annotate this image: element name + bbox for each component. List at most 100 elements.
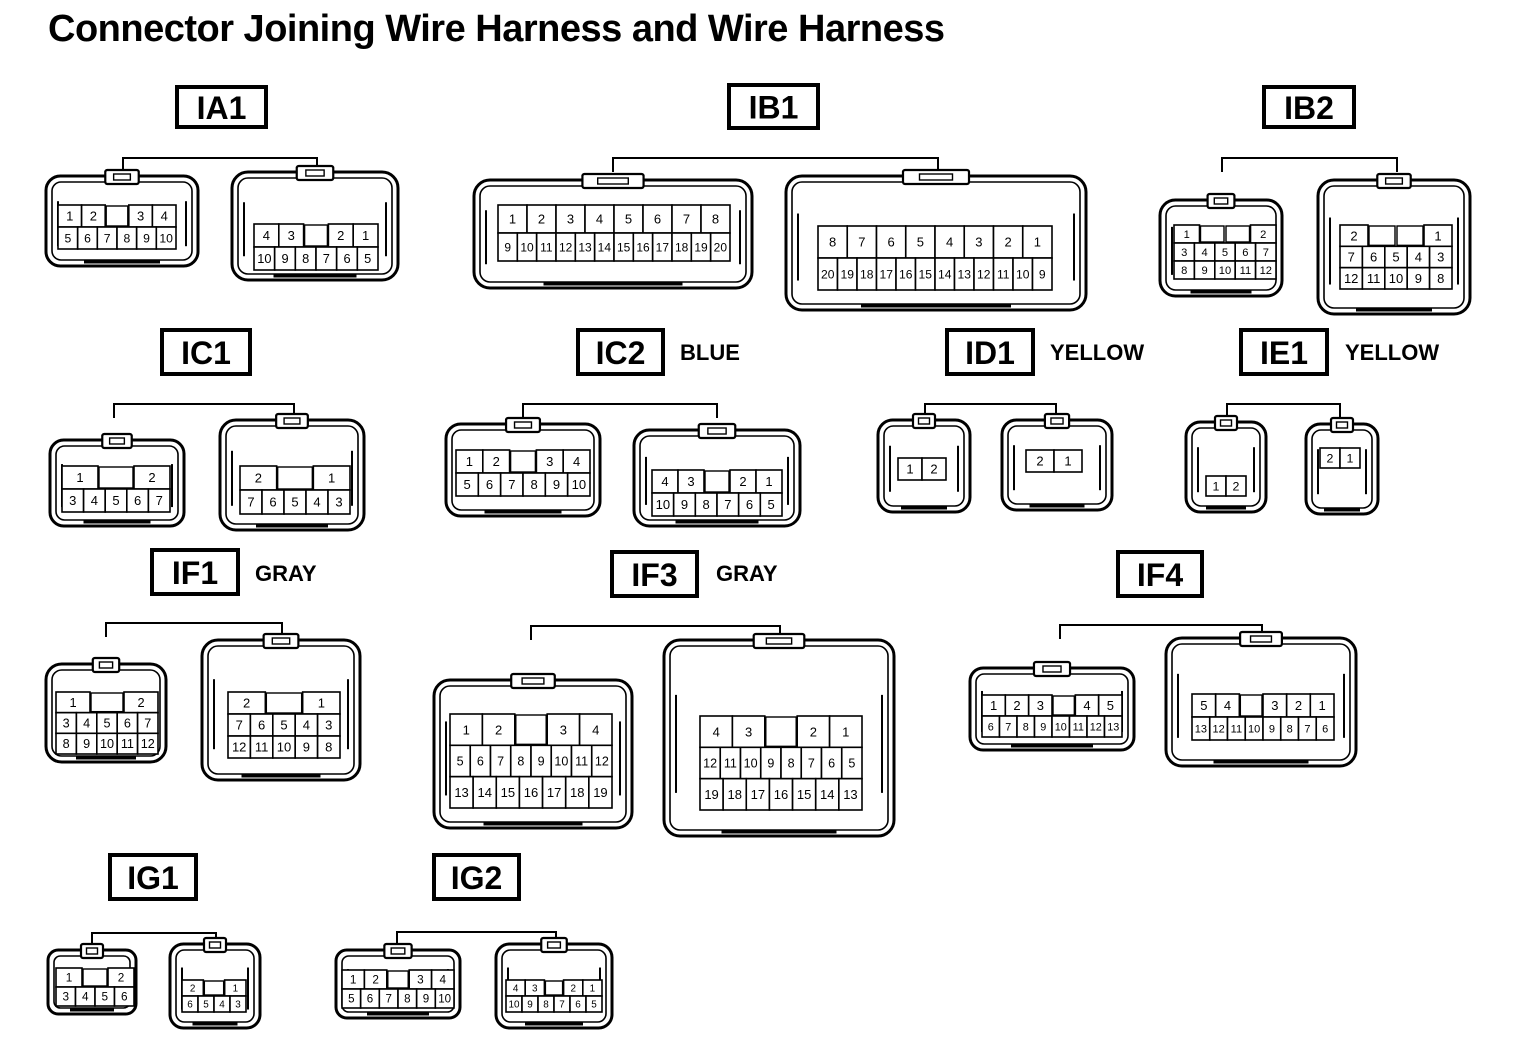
male-pin-number: 5: [768, 497, 775, 512]
female-pin-number: 3: [560, 722, 567, 737]
male-pin-number: 7: [559, 1000, 565, 1011]
male-cavity: [316, 735, 341, 759]
connector-color-label: GRAY: [716, 561, 778, 586]
male-pin-number: 7: [858, 235, 865, 250]
connector-code: IA1: [197, 90, 247, 126]
connector-label-box: [945, 328, 1035, 376]
connector-label-box: [727, 83, 820, 130]
female-pin-number: 2: [538, 212, 545, 227]
male-pin-number: 10: [257, 251, 271, 266]
female-pin-number: 7: [385, 994, 391, 1006]
male-pin-number: 3: [745, 724, 752, 739]
female-pin-number: 13: [1107, 721, 1119, 733]
female-pin-number: 9: [538, 755, 545, 769]
female-pin-number: 6: [486, 477, 493, 492]
connector-label-box: [1262, 85, 1356, 129]
male-connector-latch-slot: [283, 417, 301, 425]
male-pin-number: 18: [727, 787, 741, 802]
male-pin-number: 12: [703, 757, 717, 771]
male-pin-number: 4: [303, 718, 310, 733]
female-pin-number: 6: [124, 717, 131, 731]
female-connector-latch-slot: [1042, 665, 1062, 673]
male-pin-number: 11: [724, 757, 737, 771]
connector-code: IC1: [181, 335, 231, 371]
male-pin-number: 6: [575, 1000, 581, 1011]
female-pin-number: 3: [137, 209, 144, 224]
male-pin-number: 10: [1389, 271, 1403, 286]
male-pin-number: 2: [739, 474, 746, 489]
male-pin-number: 5: [291, 495, 298, 510]
male-pin-number: 3: [288, 228, 295, 243]
connector-color-label: YELLOW: [1345, 340, 1439, 365]
male-pin-number: 6: [1322, 723, 1328, 735]
female-connector-latch-slot: [1213, 197, 1229, 205]
female-cavity: [1225, 475, 1247, 497]
female-pin-number: 14: [477, 785, 491, 800]
male-connector-latch-slot: [1050, 417, 1064, 425]
connector-label-box: [160, 328, 252, 376]
female-pin-number: 7: [144, 717, 151, 731]
male-cavity-blank: [765, 716, 797, 748]
male-pin-number: 15: [919, 267, 933, 281]
male-pin-number: 4: [513, 984, 519, 995]
female-pin-number: 5: [103, 717, 110, 731]
female-pin-number: 10: [572, 477, 586, 492]
male-pin-number: 10: [656, 497, 670, 512]
harness-bracket: [1226, 403, 1341, 418]
connector-label-box: [610, 550, 699, 598]
female-cavity: [546, 713, 581, 747]
male-pin-number: 11: [1231, 723, 1242, 735]
male-pin-number: 4: [263, 228, 270, 243]
male-pin-number: 14: [820, 787, 834, 802]
male-pin-number: 6: [258, 718, 265, 733]
connector-code: IF4: [1137, 557, 1183, 593]
female-pin-number: 4: [1201, 247, 1207, 259]
male-pin-number: 19: [704, 787, 718, 802]
male-pin-number: 2: [190, 984, 196, 995]
female-pin-number: 1: [1184, 229, 1190, 241]
female-pin-number: 8: [712, 212, 719, 227]
female-pin-number: 6: [367, 994, 373, 1006]
male-pin-number: 6: [343, 251, 350, 266]
female-pin-number: 4: [573, 454, 580, 469]
male-connector-latch-slot: [1249, 635, 1273, 643]
male-connector-latch-slot: [1335, 421, 1349, 429]
female-pin-number: 4: [592, 722, 599, 737]
connector-code: IF3: [631, 557, 677, 593]
male-pin-number: 4: [1415, 250, 1422, 265]
male-pin-number: 1: [328, 471, 335, 486]
male-cavity-blank: [276, 466, 314, 490]
connector-label-box: [175, 85, 268, 129]
male-pin-number: 6: [746, 497, 753, 512]
male-pin-number: 5: [1200, 698, 1207, 713]
harness-bracket: [522, 403, 718, 418]
male-pin-number: 10: [744, 757, 758, 771]
male-cavity: [229, 995, 247, 1013]
male-connector-latch-slot: [707, 427, 727, 435]
connector-color-label: BLUE: [680, 340, 740, 365]
male-pin-number: 5: [917, 235, 924, 250]
male-pin-number: 8: [788, 757, 795, 771]
female-pin-number: 6: [121, 991, 128, 1004]
female-pin-number: 4: [83, 717, 90, 731]
male-pin-number: 9: [1269, 723, 1275, 735]
female-cavity-blank: [1199, 225, 1225, 243]
female-cavity: [1254, 260, 1277, 280]
female-pin-number: 6: [84, 231, 91, 245]
female-pin-number: 3: [567, 212, 574, 227]
female-cavity-blank: [90, 692, 124, 713]
male-pin-number: 2: [1036, 454, 1043, 469]
male-pin-number: 4: [713, 724, 720, 739]
female-pin-number: 1: [906, 462, 913, 477]
male-pin-number: 2: [1350, 228, 1357, 243]
female-pin-number: 1: [463, 722, 470, 737]
male-pin-number: 3: [687, 474, 694, 489]
